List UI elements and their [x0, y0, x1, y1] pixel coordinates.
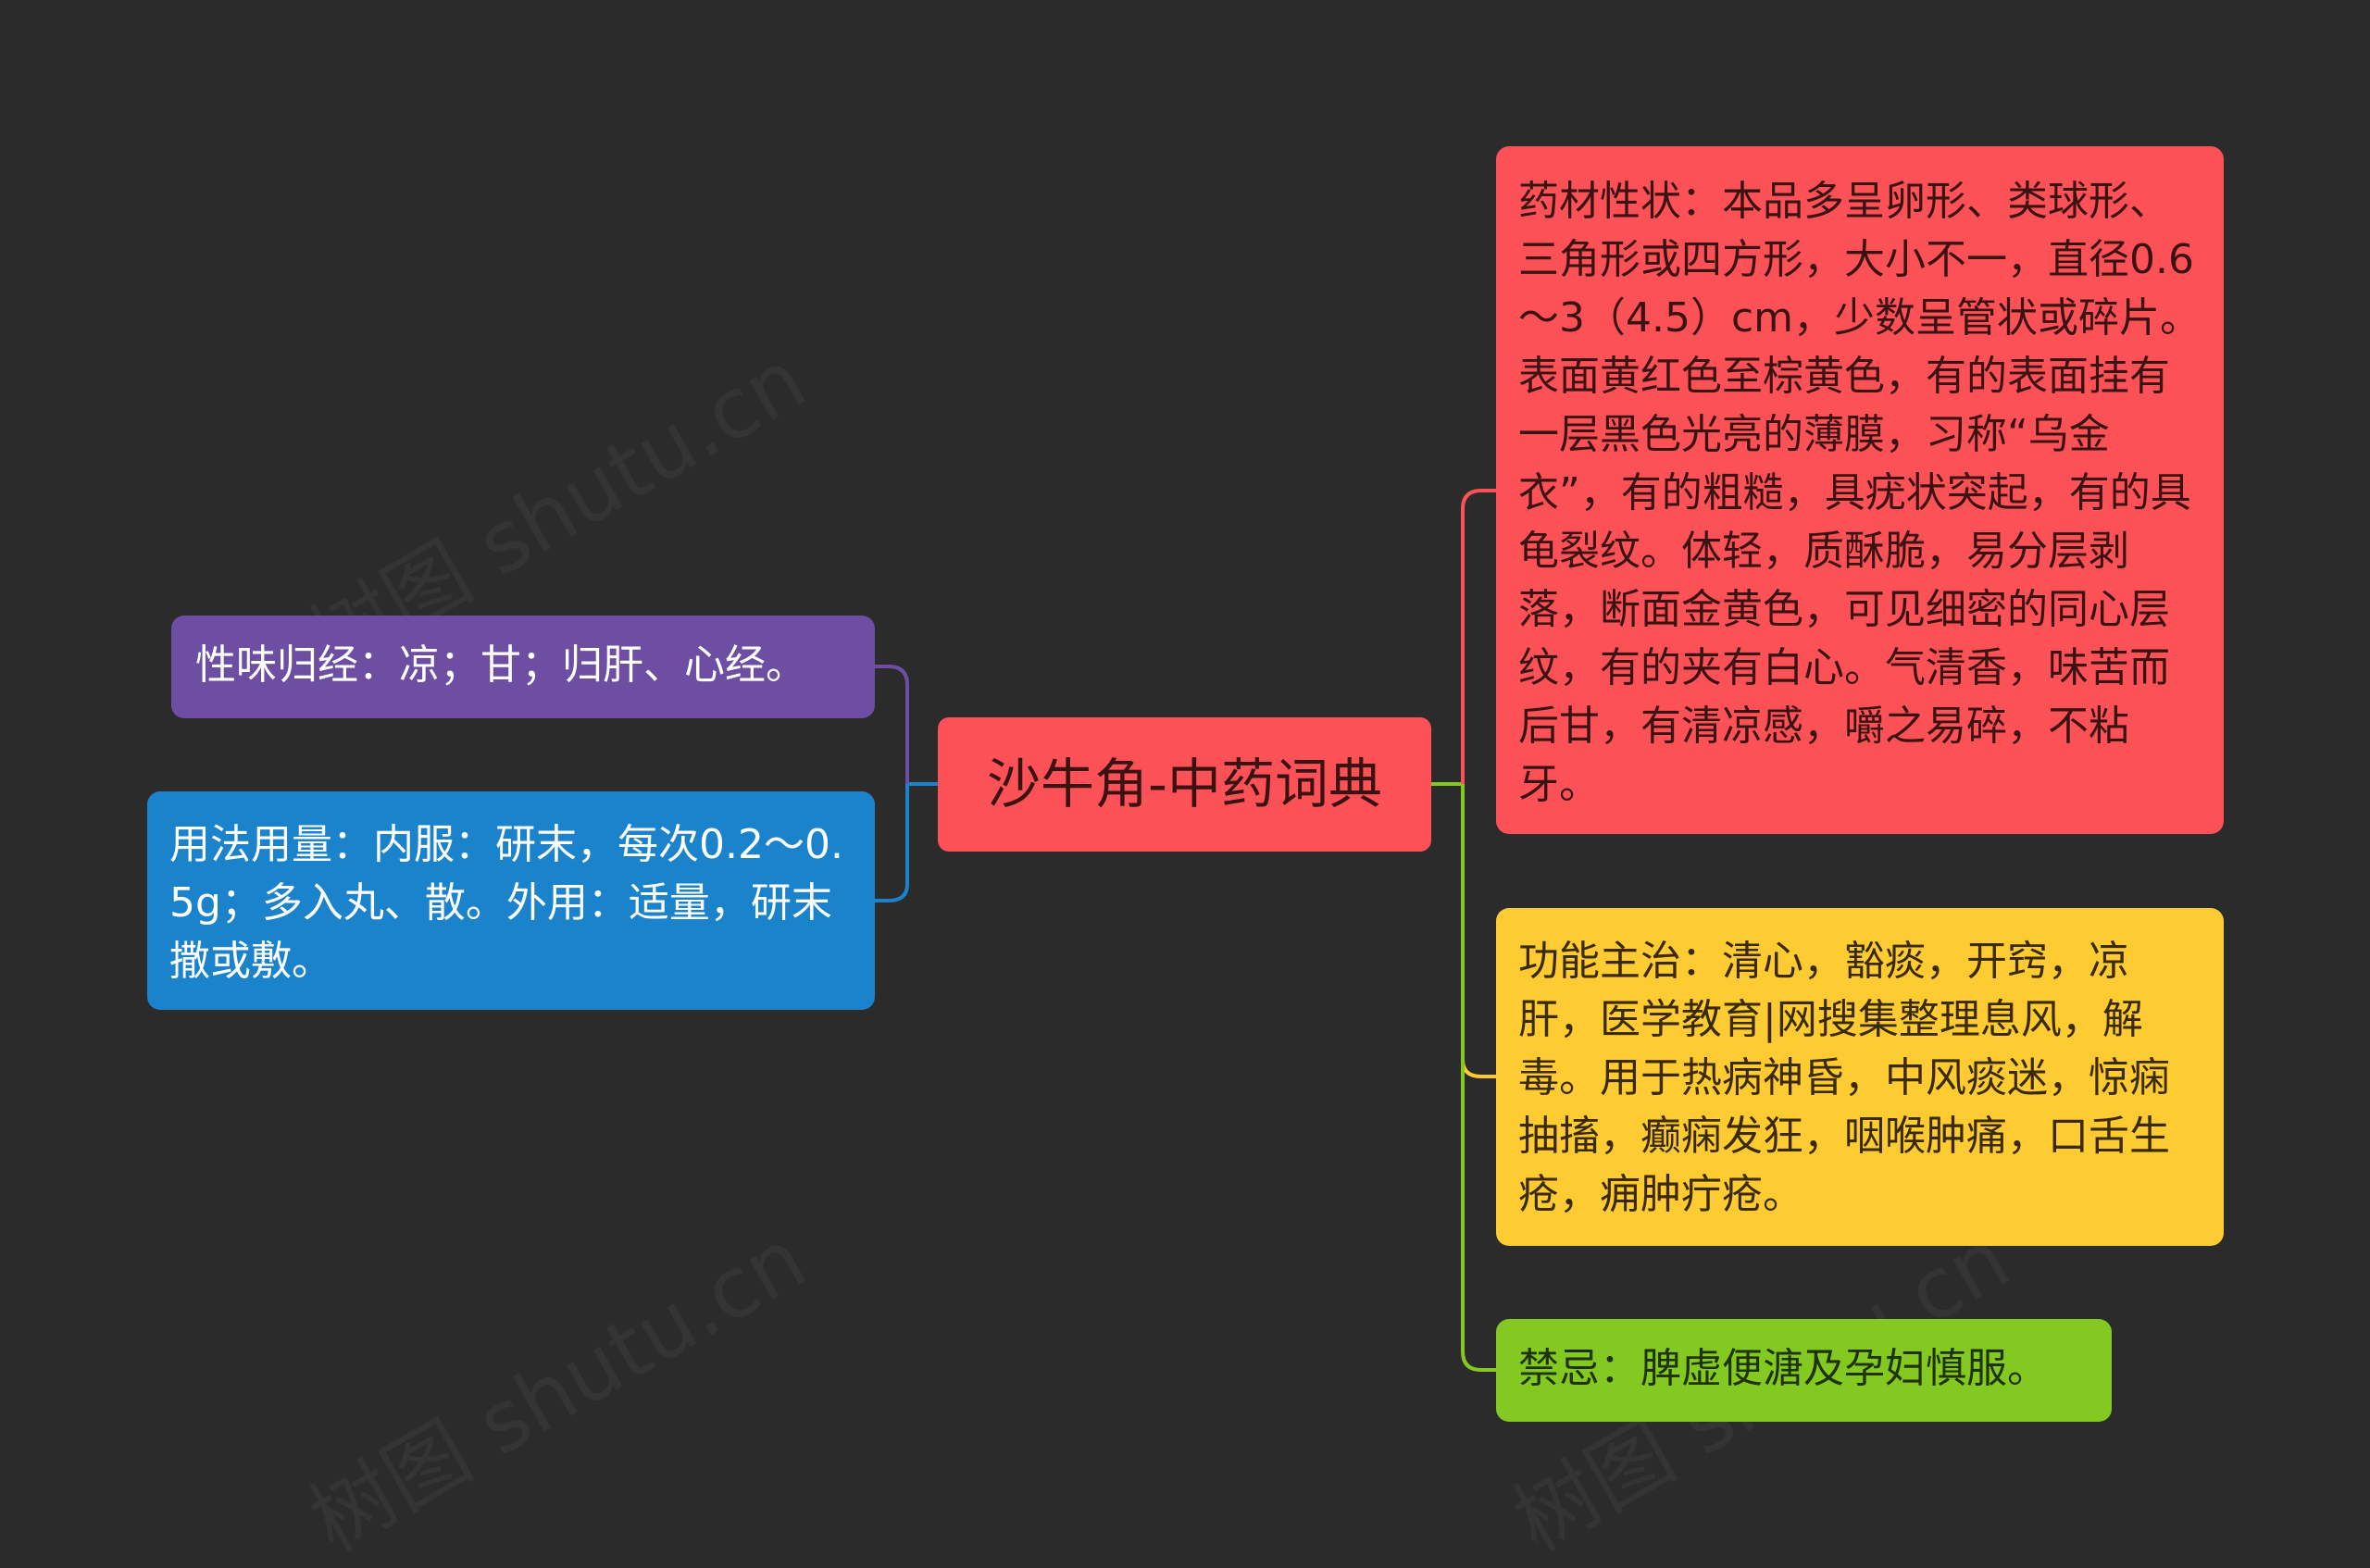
- connector-yongfa: [875, 784, 909, 902]
- connector-jinji: [1461, 784, 1496, 1372]
- connector-xingwei: [875, 665, 909, 784]
- node-jinji[interactable]: 禁忌：脾虚便溏及孕妇慎服。: [1496, 1319, 2112, 1422]
- connector-gongneng: [1461, 784, 1496, 1078]
- node-gongneng-zhuzhi[interactable]: 功能主治：清心，豁痰，开窍，凉肝，医学教育|网搜集整理息风，解毒。用于热病神昏，…: [1496, 908, 2224, 1246]
- node-yaocai-xingzhuang[interactable]: 药材性状：本品多呈卵形、类球形、三角形或四方形，大小不一，直径0.6～3（4.5…: [1496, 146, 2224, 834]
- center-node[interactable]: 沙牛角-中药词典: [938, 717, 1431, 852]
- node-xingwei-guijing[interactable]: 性味归经：凉；甘；归肝、心经。: [171, 616, 875, 718]
- node-yongfa-yongliang[interactable]: 用法用量：内服：研末，每次0.2～0.5g；多入丸、散。外用：适量，研末撒或敷。: [147, 791, 875, 1010]
- connector-yaocai: [1461, 489, 1496, 784]
